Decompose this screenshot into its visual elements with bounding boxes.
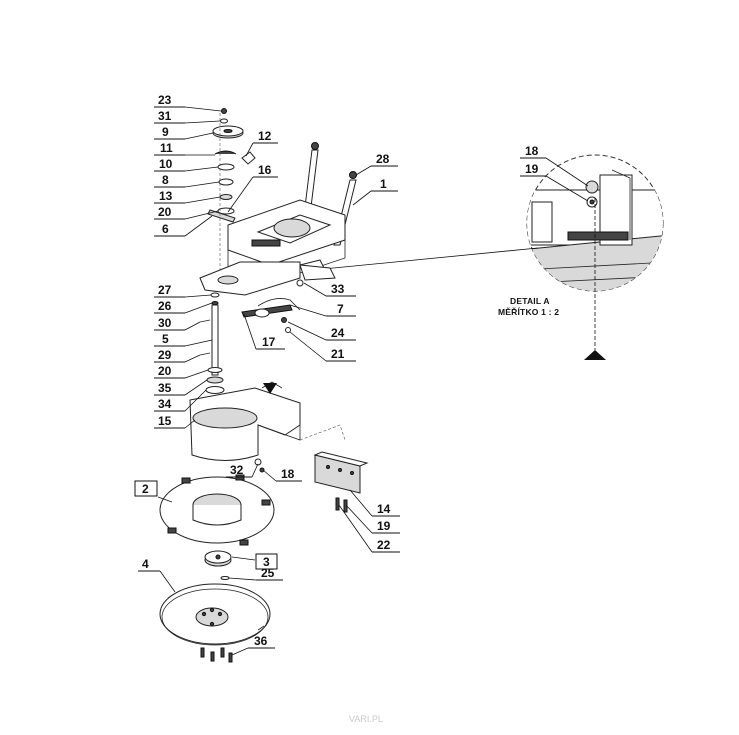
callout-13: 13 bbox=[159, 189, 173, 203]
blade-disc bbox=[159, 583, 271, 646]
callout-7: 7 bbox=[337, 302, 344, 316]
callout-2: 2 bbox=[142, 482, 149, 496]
detail-a-view bbox=[526, 154, 664, 360]
callout-19-detail: 19 bbox=[525, 162, 539, 176]
callout-11: 11 bbox=[160, 141, 173, 155]
callout-32: 32 bbox=[230, 463, 244, 477]
callout-18-detail: 18 bbox=[525, 144, 539, 158]
callout-17: 17 bbox=[262, 335, 276, 349]
callout-16: 16 bbox=[258, 163, 272, 177]
callout-9: 9 bbox=[162, 125, 169, 139]
callout-23: 23 bbox=[158, 93, 172, 107]
side-bracket bbox=[254, 424, 369, 513]
callout-3: 3 bbox=[263, 555, 270, 569]
callout-21: 21 bbox=[331, 347, 345, 361]
callout-12: 12 bbox=[258, 129, 272, 143]
callout-box-3 bbox=[255, 553, 278, 570]
housing bbox=[189, 381, 301, 461]
callout-31: 31 bbox=[158, 109, 172, 123]
callout-15: 15 bbox=[158, 414, 172, 428]
callout-26: 26 bbox=[158, 299, 172, 313]
callout-8: 8 bbox=[162, 173, 169, 187]
callout-30: 30 bbox=[158, 316, 172, 330]
callout-14: 14 bbox=[377, 502, 391, 516]
blade-bolts bbox=[200, 647, 233, 663]
callout-5: 5 bbox=[162, 332, 169, 346]
watermark: VARI.PL bbox=[349, 714, 383, 724]
callout-24: 24 bbox=[331, 326, 345, 340]
leader-lines bbox=[138, 106, 589, 656]
detail-a-title: DETAIL A bbox=[510, 296, 550, 306]
callout-36: 36 bbox=[254, 634, 268, 648]
callout-27: 27 bbox=[158, 283, 172, 297]
callout-labels: 23 31 9 11 10 8 13 20 6 12 16 28 1 27 26… bbox=[142, 93, 539, 648]
callout-1: 1 bbox=[380, 177, 387, 191]
callout-35: 35 bbox=[158, 381, 172, 395]
cutter-deck bbox=[159, 474, 275, 546]
detail-a-scale: MĚŘÍTKO 1 : 2 bbox=[498, 306, 559, 317]
callout-box-2 bbox=[134, 480, 158, 497]
callout-33: 33 bbox=[331, 282, 345, 296]
shaft-stack bbox=[199, 292, 225, 394]
callout-22: 22 bbox=[377, 538, 391, 552]
detail-link-line bbox=[312, 247, 539, 271]
callout-18-mid: 18 bbox=[281, 467, 295, 481]
blade-hub bbox=[204, 550, 232, 580]
callout-34: 34 bbox=[158, 397, 172, 411]
callout-4: 4 bbox=[142, 557, 149, 571]
callout-19-mid: 19 bbox=[377, 519, 391, 533]
callout-28: 28 bbox=[376, 152, 390, 166]
main-frame bbox=[227, 142, 357, 284]
callout-20-mid: 20 bbox=[158, 364, 172, 378]
callout-20-top: 20 bbox=[158, 205, 172, 219]
callout-6: 6 bbox=[162, 222, 169, 236]
steering-arm bbox=[199, 261, 336, 333]
spindle-stack-top bbox=[207, 108, 256, 290]
callout-29: 29 bbox=[158, 348, 172, 362]
callout-10: 10 bbox=[159, 157, 173, 171]
callout-25: 25 bbox=[261, 566, 275, 580]
